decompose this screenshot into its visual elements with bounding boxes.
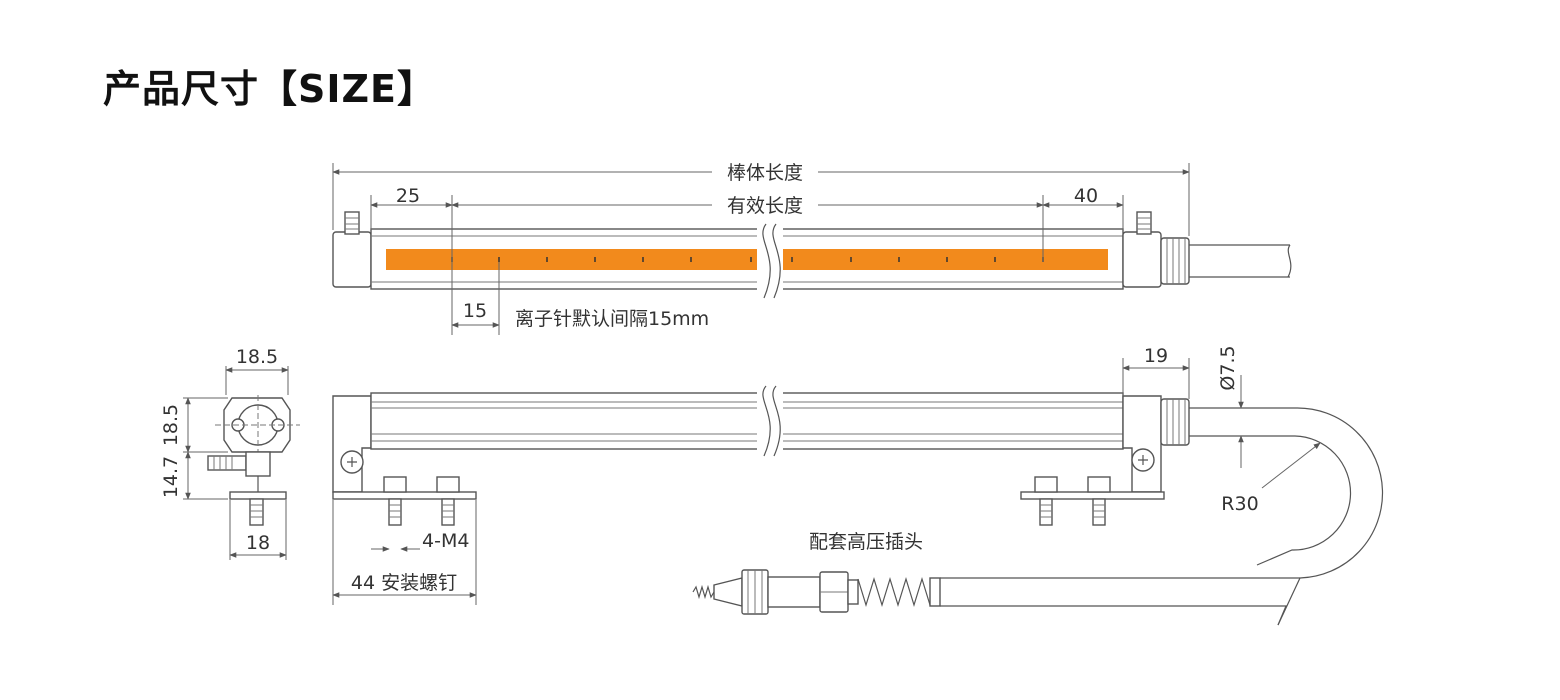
width-top-label: 18.5 (236, 346, 278, 368)
right-offset-label: 40 (1074, 185, 1098, 207)
page-title: 产品尺寸【SIZE】 (103, 67, 437, 111)
plug-tip-spring (692, 584, 715, 600)
height-lower-label: 14.7 (160, 456, 182, 498)
pin-pitch-label: 15 (463, 300, 487, 322)
connector-length-label: 19 (1144, 345, 1168, 367)
cross-section-view (207, 395, 300, 526)
pin-note: 离子针默认间隔15mm (515, 308, 709, 330)
ion-bar-top-view (332, 211, 1292, 299)
bend-radius-label: R30 (1221, 493, 1258, 515)
base-width-label: 18 (246, 532, 270, 554)
ion-bar-front-view (332, 385, 1384, 626)
emitter-strip (386, 249, 1108, 270)
screw-note-label: 44 安装螺钉 (351, 572, 457, 594)
plug-note-label: 配套高压插头 (809, 531, 923, 553)
body-length-label: 棒体长度 (727, 162, 803, 184)
cable-diameter-label: Ø7.5 (1217, 345, 1239, 390)
cross-section-dimensions: 18.5 18.5 14.7 18 (160, 346, 289, 560)
effective-length-label: 有效长度 (727, 195, 803, 217)
front-dimensions: 19 Ø7.5 R30 4-M4 44 安装螺钉 (332, 345, 1321, 605)
hv-plug: 配套高压插头 (692, 531, 941, 615)
left-offset-label: 25 (396, 185, 420, 207)
top-dimensions: 棒体长度 25 有效长度 40 15 离子针默认间隔15mm (332, 162, 1190, 335)
height-upper-label: 18.5 (160, 404, 182, 446)
screw-spec-label: 4-M4 (422, 530, 469, 552)
